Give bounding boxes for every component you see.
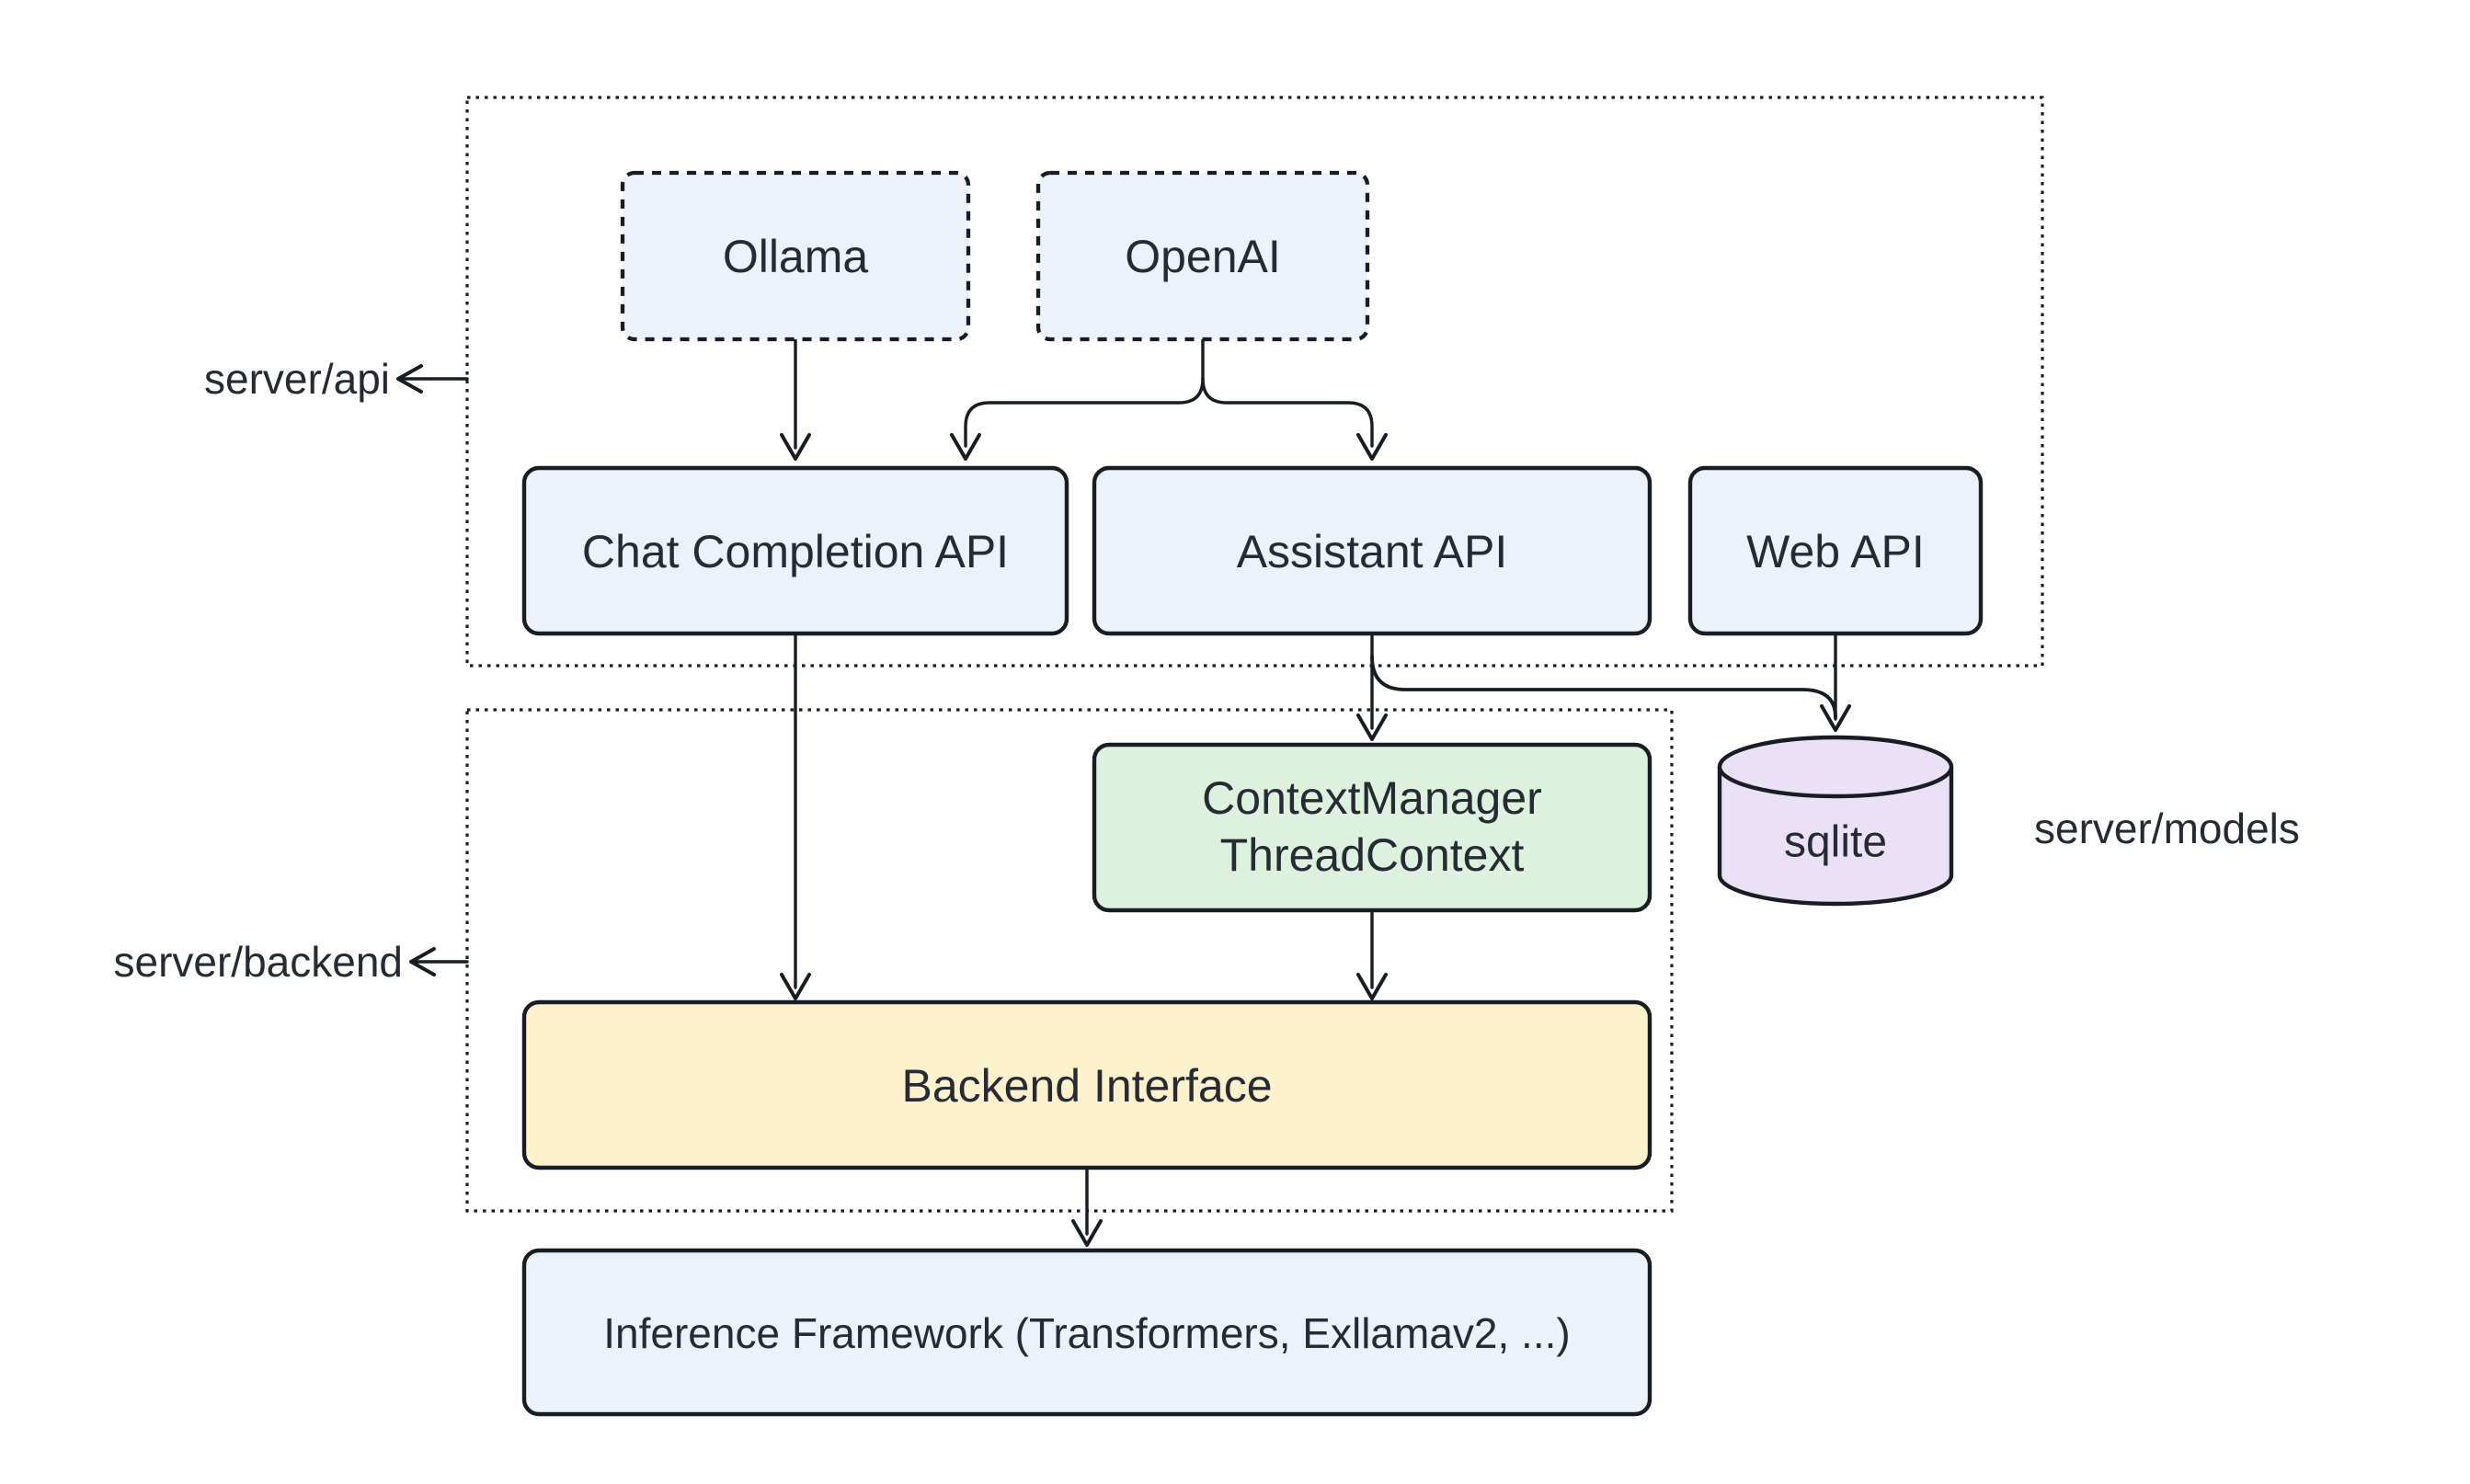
web-api-label: Web API [1746, 526, 1925, 577]
edge-ollama-to-chat-completion-api [780, 338, 811, 461]
sqlite-cylinder-body [1717, 767, 1954, 907]
ollama-label: Ollama [723, 231, 869, 282]
edge-backend-interface-to-inference-framework [1071, 1166, 1103, 1247]
arrowhead-down-icon [1820, 704, 1851, 732]
edge-openai-split [950, 338, 1388, 461]
arrowhead-down-icon [950, 433, 981, 461]
sqlite-cylinder-top [1717, 735, 1954, 799]
edge-context-manager-to-backend-interface [1356, 908, 1388, 1000]
edge-assistant-api-to-sqlite [1370, 655, 1837, 719]
node-inference-framework: Inference Framework (Transformers, Exlla… [521, 1248, 1652, 1417]
edge-assistant-api-to-context-manager [1356, 632, 1388, 741]
assistant-api-box [1092, 465, 1652, 636]
edge-web-api-to-sqlite [1820, 632, 1851, 732]
backend-interface-box [521, 999, 1652, 1170]
server-api-container [465, 96, 2044, 668]
arrowhead-down-icon [1356, 433, 1388, 461]
openai-label: OpenAI [1125, 231, 1281, 282]
assistant-api-label: Assistant API [1237, 526, 1508, 577]
node-openai: OpenAI [1035, 170, 1370, 342]
server-backend-label: server/backend [114, 938, 404, 986]
node-context-manager: ContextManager ThreadContext [1092, 742, 1652, 913]
sqlite-label: sqlite [1784, 818, 1887, 867]
server-api-label: server/api [204, 355, 390, 403]
edge-branch-to-chat [964, 377, 1205, 448]
server-api-pointer [396, 364, 469, 394]
context-manager-label-line1: ContextManager [1202, 772, 1542, 824]
edge-branch-line [1370, 655, 1837, 719]
node-backend-interface: Backend Interface [521, 999, 1652, 1170]
openai-box [1035, 170, 1370, 342]
node-assistant-api: Assistant API [1092, 465, 1652, 636]
chat-completion-api-box [521, 465, 1069, 636]
arrowhead-down-icon [1071, 1219, 1103, 1247]
node-chat-completion-api: Chat Completion API [521, 465, 1069, 636]
node-sqlite: sqlite [1717, 735, 1954, 907]
edge-chat-completion-api-to-backend-interface [780, 632, 811, 1000]
backend-interface-label: Backend Interface [901, 1060, 1272, 1112]
context-manager-label-line2: ThreadContext [1220, 829, 1525, 881]
arrowhead-down-icon [780, 973, 811, 1000]
web-api-box [1687, 465, 1984, 636]
node-ollama: Ollama [620, 170, 971, 342]
context-manager-box [1092, 742, 1652, 913]
arrowhead-down-icon [1356, 973, 1388, 1000]
server-backend-pointer [409, 947, 469, 976]
chat-completion-api-label: Chat Completion API [582, 526, 1009, 577]
arrowhead-left-icon [409, 947, 436, 976]
server-backend-container [465, 708, 1674, 1213]
inference-framework-box [521, 1248, 1652, 1417]
arrowhead-left-icon [396, 364, 423, 394]
inference-framework-label: Inference Framework (Transformers, Exlla… [603, 1309, 1570, 1357]
edge-branch-to-assistant [1201, 377, 1374, 448]
arrowhead-down-icon [1356, 713, 1388, 741]
node-web-api: Web API [1687, 465, 1984, 636]
server-models-label: server/models [2034, 805, 2300, 852]
ollama-box [620, 170, 971, 342]
arrowhead-down-icon [780, 433, 811, 461]
